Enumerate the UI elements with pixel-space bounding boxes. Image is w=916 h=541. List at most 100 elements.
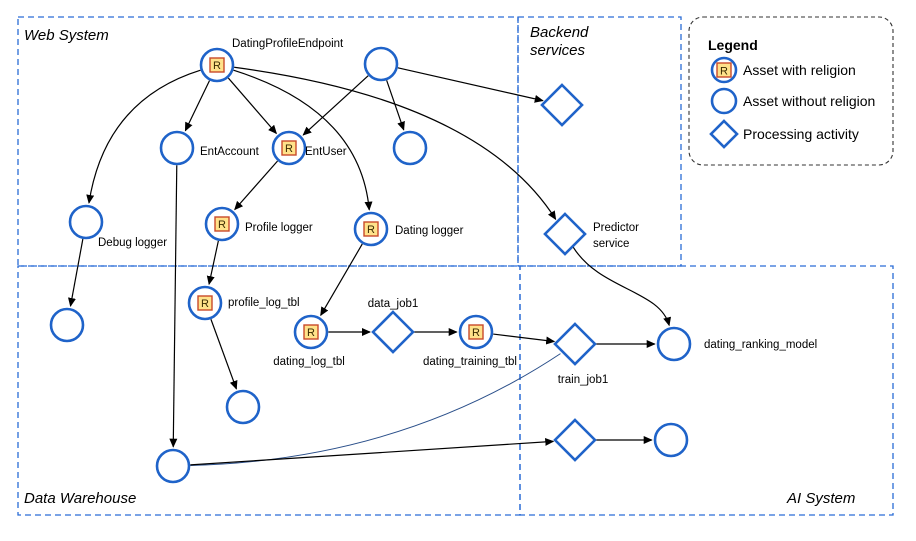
node-webleaf[interactable] bbox=[392, 130, 428, 166]
zones: Web System Backend services Data Warehou… bbox=[17, 16, 894, 516]
node-predictor[interactable] bbox=[543, 212, 587, 256]
node-label-proftbl: profile_log_tbl bbox=[228, 297, 300, 309]
node-ranking[interactable] bbox=[656, 326, 692, 362]
node-label-entacc: EntAccount bbox=[200, 146, 260, 158]
edges bbox=[68, 66, 672, 467]
zone-label-backend-2: services bbox=[530, 42, 586, 59]
node-web2[interactable] bbox=[363, 46, 399, 82]
edge-dpe-to-debug bbox=[86, 69, 201, 204]
node-label-entuser: EntUser bbox=[305, 146, 347, 158]
node-ai_act[interactable] bbox=[553, 418, 597, 462]
edge-entacc-to-wh bbox=[169, 165, 178, 448]
node-debug[interactable] bbox=[68, 204, 104, 240]
node-dattrain[interactable]: R bbox=[458, 314, 494, 350]
religion-badge-icon bbox=[209, 57, 225, 73]
asset-circle bbox=[159, 130, 195, 166]
node-datlog[interactable]: R bbox=[353, 211, 389, 247]
asset-circle bbox=[653, 422, 689, 458]
node-label-dpe: DatingProfileEndpoint bbox=[232, 38, 344, 50]
activity-diamond bbox=[543, 212, 587, 256]
zone-ai-system bbox=[519, 265, 894, 516]
legend-activity-icon bbox=[709, 119, 739, 149]
node-proftbl[interactable]: R bbox=[187, 285, 223, 321]
edge-dpe-to-entuser bbox=[227, 77, 278, 135]
zone-web-system bbox=[17, 16, 519, 267]
node-proftblout[interactable] bbox=[225, 389, 261, 425]
edge-predictor-to-ranking bbox=[572, 246, 672, 327]
zone-label-backend-1: Backend bbox=[530, 24, 589, 41]
legend-label-asset-religion: Asset with religion bbox=[743, 62, 856, 78]
edge-entuser-to-proflog bbox=[234, 160, 279, 211]
node-entacc[interactable] bbox=[159, 130, 195, 166]
religion-badge-letter: R bbox=[218, 219, 226, 231]
node-entuser[interactable]: R bbox=[271, 130, 307, 166]
edge-wh-to-ai_act bbox=[190, 437, 555, 466]
zone-label-web: Web System bbox=[24, 27, 109, 44]
religion-badge-letter: R bbox=[307, 327, 315, 339]
asset-circle bbox=[68, 204, 104, 240]
node-backend_act[interactable] bbox=[540, 83, 584, 127]
legend-asset-religion-icon: R bbox=[710, 56, 738, 84]
activity-diamond bbox=[371, 310, 415, 354]
node-datlogtbl[interactable]: R bbox=[293, 314, 329, 350]
node-label-debug: Debug logger bbox=[98, 237, 167, 249]
node-label-trainjob1: train_job1 bbox=[558, 374, 609, 386]
node-trainjob1[interactable] bbox=[553, 322, 597, 366]
religion-badge-letter: R bbox=[213, 60, 221, 72]
edge-proflog-to-proftbl bbox=[206, 240, 219, 286]
node-label-dattrain: dating_training_tbl bbox=[423, 356, 517, 368]
node-label-datlogtbl: dating_log_tbl bbox=[273, 356, 345, 368]
religion-badge-letter: R bbox=[472, 327, 480, 339]
religion-badge-letter: R bbox=[285, 143, 293, 155]
nodes: R R R R R R R bbox=[49, 46, 692, 484]
legend-box bbox=[688, 16, 894, 166]
node-label-datajob1: data_job1 bbox=[368, 298, 419, 310]
religion-badge-icon bbox=[303, 324, 319, 340]
node-proflog[interactable]: R bbox=[204, 206, 240, 242]
religion-badge-letter: R bbox=[367, 224, 375, 236]
zone-data-warehouse bbox=[17, 265, 521, 516]
node-datajob1[interactable] bbox=[371, 310, 415, 354]
zone-label-warehouse: Data Warehouse bbox=[24, 490, 136, 507]
edge-web2-to-backend_act bbox=[397, 67, 544, 103]
legend: Legend R Asset with religion Asset witho… bbox=[688, 16, 894, 166]
edge-wh-to-trainjob1 bbox=[190, 353, 561, 467]
edge-dpe-to-entacc bbox=[184, 80, 211, 132]
edge-debug-to-debugout bbox=[68, 238, 84, 308]
legend-label-asset: Asset without religion bbox=[743, 93, 875, 109]
activity-diamond bbox=[553, 418, 597, 462]
node-debugout[interactable] bbox=[49, 307, 85, 343]
edge-web2-to-webleaf bbox=[386, 80, 405, 131]
node-wh[interactable] bbox=[155, 448, 191, 484]
legend-badge-letter: R bbox=[720, 66, 728, 78]
asset-circle bbox=[225, 389, 261, 425]
legend-title: Legend bbox=[708, 37, 758, 53]
edge-dattrain-to-trainjob1 bbox=[493, 333, 556, 345]
node-ai_out[interactable] bbox=[653, 422, 689, 458]
activity-diamond bbox=[553, 322, 597, 366]
religion-badge-icon bbox=[281, 140, 297, 156]
node-label-proflog: Profile logger bbox=[245, 222, 313, 234]
zone-backend-services bbox=[517, 16, 682, 267]
legend-asset-icon bbox=[710, 87, 738, 115]
node-label-datlog: Dating logger bbox=[395, 225, 464, 237]
edge-dpe-to-predictor bbox=[234, 66, 557, 221]
asset-circle bbox=[49, 307, 85, 343]
node-dpe[interactable]: R bbox=[199, 47, 235, 83]
religion-badge-letter: R bbox=[201, 298, 209, 310]
asset-circle bbox=[155, 448, 191, 484]
node-label-ranking: dating_ranking_model bbox=[704, 339, 817, 351]
edge-proftbl-to-proftblout bbox=[210, 319, 238, 390]
religion-badge-icon bbox=[197, 295, 213, 311]
zone-label-ai: AI System bbox=[786, 490, 855, 507]
religion-badge-icon bbox=[468, 324, 484, 340]
edge-dpe-to-datlog bbox=[233, 69, 373, 211]
edge-web2-to-entuser bbox=[302, 75, 369, 136]
node-label-predictor-2: service bbox=[593, 238, 629, 250]
asset-circle bbox=[656, 326, 692, 362]
asset-circle bbox=[392, 130, 428, 166]
religion-badge-icon bbox=[214, 216, 230, 232]
